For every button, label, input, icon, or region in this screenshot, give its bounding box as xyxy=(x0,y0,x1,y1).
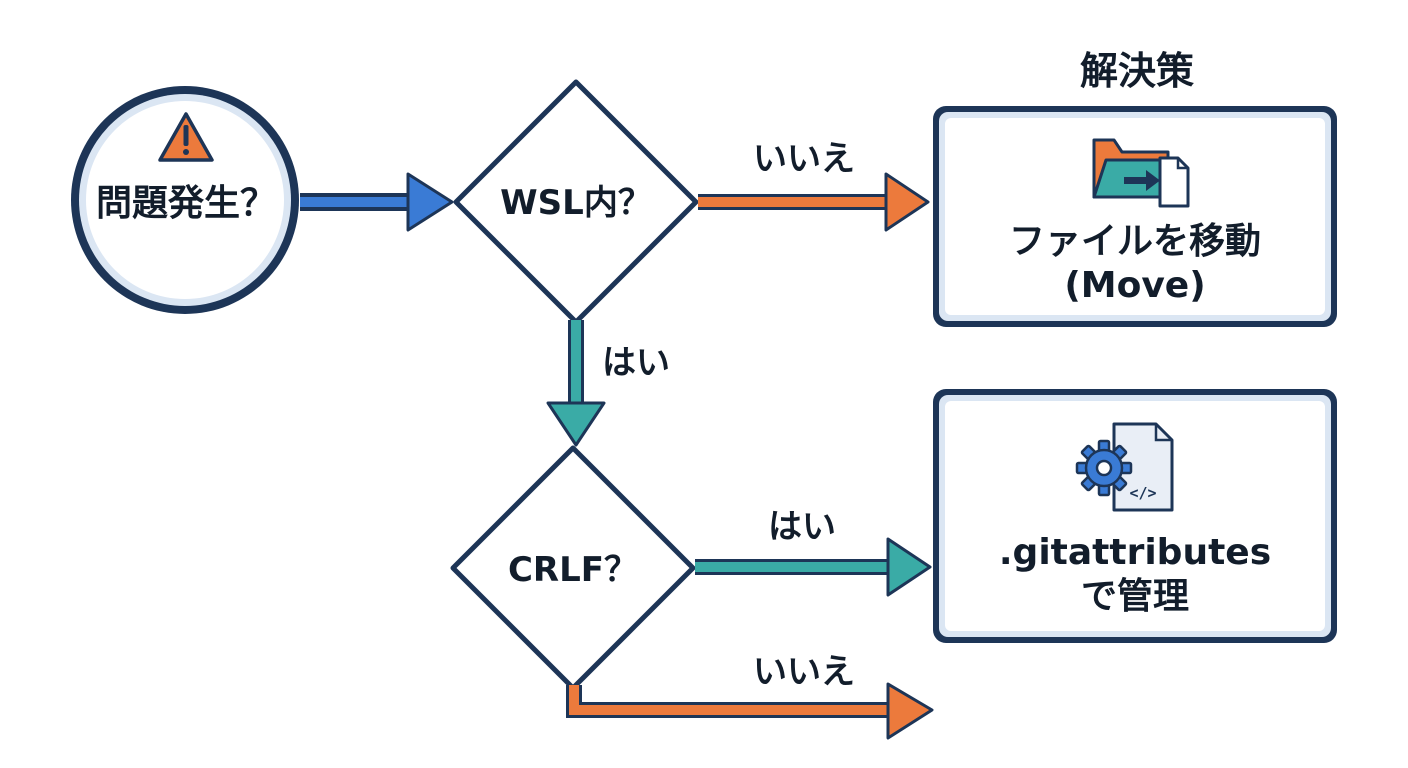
svg-text:</>: </> xyxy=(1129,484,1156,502)
arrow-crlf-yes xyxy=(695,537,932,597)
solution-gitattributes-box xyxy=(933,389,1337,643)
solution-gitattributes-line2: で管理 xyxy=(1080,575,1189,617)
warning-icon xyxy=(158,112,214,162)
arrow-start-to-wsl xyxy=(300,172,454,232)
decision-crlf-label: CRLF？ xyxy=(507,550,639,590)
decision-crlf-no-label: いいえ xyxy=(753,652,855,692)
folder-move-icon xyxy=(1092,138,1190,208)
arrow-wsl-yes xyxy=(546,320,606,447)
solution-move-line2: (Move) xyxy=(1064,264,1206,306)
decision-wsl-label: WSL内？ xyxy=(500,183,652,223)
arrow-crlf-no xyxy=(566,682,934,740)
start-label: 問題発生？ xyxy=(95,183,277,224)
decision-crlf-yes-label: はい xyxy=(768,507,836,547)
solution-gitattributes-text: .gitattributes で管理 xyxy=(945,531,1325,619)
decision-wsl-yes-label: はい xyxy=(602,343,670,383)
solution-move-box xyxy=(933,106,1337,327)
arrow-wsl-no xyxy=(698,172,930,232)
gear-code-file-icon: </> xyxy=(1075,422,1174,512)
solutions-header: 解決策 xyxy=(1079,49,1195,93)
solution-gitattributes-line1: .gitattributes xyxy=(998,532,1272,573)
decision-wsl-no-label: いいえ xyxy=(753,139,855,179)
solution-move-text: ファイルを移動 (Move) xyxy=(945,220,1325,308)
start-node xyxy=(71,86,299,314)
solution-move-line1: ファイルを移動 xyxy=(1008,221,1261,262)
